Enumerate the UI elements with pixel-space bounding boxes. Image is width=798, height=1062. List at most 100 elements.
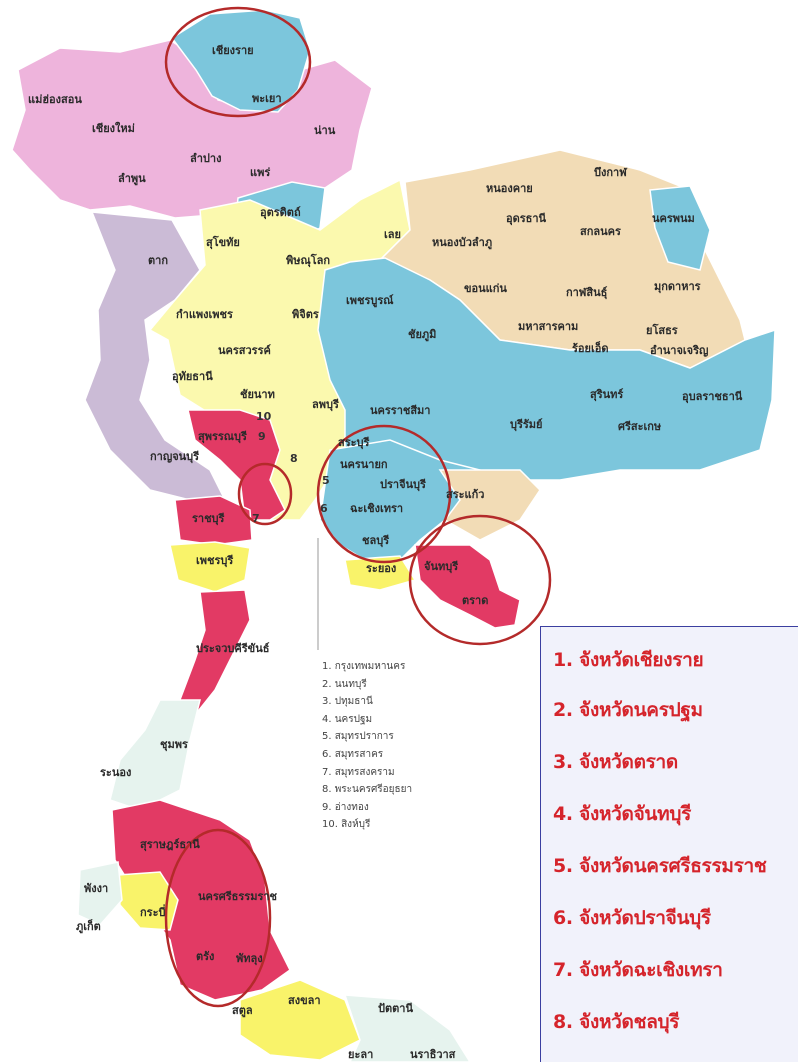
label-chiangmai: เชียงใหม่ [92, 121, 135, 135]
label-trat: ตราด [462, 594, 488, 607]
label-maehongson: แม่ฮ่องสอน [28, 93, 82, 106]
legend-item: 1. จังหวัดเชียงราย [553, 649, 704, 671]
label-phetchabun: เพชรบูรณ์ [346, 294, 394, 308]
region-sakaeo-tan [438, 469, 541, 541]
label-krabi: กระบี่ [140, 904, 165, 919]
label-roiet: ร้อยเอ็ด [572, 341, 608, 355]
map-number-10: 10 [256, 410, 272, 423]
label-chanthaburi: จันทบุรี [424, 560, 458, 574]
region-south-pale-upper [109, 699, 201, 811]
list-item: 6. สมุทรสาคร [322, 748, 384, 760]
label-sakonnakhon: สกลนคร [580, 225, 621, 238]
label-prachinburi: ปราจีนบุรี [380, 478, 426, 492]
label-nan: น่าน [314, 124, 336, 137]
label-ranong: ระนอง [100, 766, 131, 779]
label-ratchaburi: ราชบุรี [192, 512, 225, 526]
label-phayao: พะเยา [252, 92, 282, 105]
label-phitsanulok: พิษณุโลก [286, 253, 330, 268]
list-item: 7. สมุทรสงคราม [322, 766, 395, 778]
label-surin: สุรินทร์ [590, 388, 623, 402]
region-prachuap-red [177, 589, 251, 716]
map-number-5: 5 [322, 474, 330, 487]
legend-item: 5. จังหวัดนครศรีธรรมราช [553, 855, 767, 877]
label-loei: เลย [384, 228, 401, 241]
label-suratthani: สุราษฎร์ธานี [140, 838, 200, 852]
label-mukdahan: มุกดาหาร [654, 280, 701, 294]
circle-chanthaburi-trat [408, 514, 552, 646]
list-item: 3. ปทุมธานี [322, 696, 373, 708]
label-nakhonratchasima: นครราชสีมา [370, 404, 430, 417]
circle-chiangrai [164, 6, 312, 118]
label-saraburi: สระบุรี [338, 436, 370, 450]
map-number-9: 9 [258, 430, 266, 443]
label-yala: ยะลา [348, 1048, 373, 1061]
label-kanchanaburi: กาญจนบุรี [150, 450, 199, 464]
label-phuket: ภูเก็ต [76, 919, 101, 934]
label-buengkan: บึงกาฬ [594, 166, 628, 179]
label-yasothon: ยโสธร [646, 323, 678, 337]
legend-item: 4. จังหวัดจันทบุรี [553, 803, 692, 825]
map-number-7: 7 [252, 512, 260, 525]
label-prachuap: ประจวบคีรีขันธ์ [196, 642, 270, 655]
label-khonkaen: ขอนแก่น [464, 282, 507, 295]
label-sisaket: ศรีสะเกษ [618, 420, 662, 433]
label-chonburi: ชลบุรี [362, 534, 389, 548]
region-chanthaburi-red [414, 544, 521, 629]
label-nakhonphanom: นครพนม [652, 212, 695, 225]
label-kamphaengphet: กำแพงเพชร [176, 308, 233, 321]
label-buriram: บุรีรัมย์ [510, 418, 543, 432]
region-rayong-yellow [344, 555, 417, 591]
region-ratchaburi-red [174, 495, 253, 546]
bangkok-area-list: 1. กรุงเทพมหานคร 2. นนทบุรี 3. ปทุมธานี … [322, 658, 522, 834]
label-phetchaburi: เพชรบุรี [196, 554, 233, 568]
region-suphanburi-red [187, 409, 286, 521]
label-nakhonsithammarat: นครศรีธรรมราช [198, 890, 278, 903]
label-satun: สตูล [232, 1004, 253, 1018]
label-chumphon: ชุมพร [160, 738, 188, 752]
region-krabi-yellow [117, 871, 179, 931]
legend-item: 6. จังหวัดปราจีนบุรี [553, 907, 711, 929]
list-item: 9. อ่างทอง [322, 801, 369, 813]
label-tak: ตาก [148, 254, 168, 267]
label-sukhothai: สุโขทัย [206, 235, 240, 250]
legend-item: 7. จังหวัดฉะเชิงเทรา [553, 959, 723, 981]
list-item: 10. สิงห์บุรี [322, 819, 371, 831]
label-amnatcharoen: อำนาจเจริญ [650, 344, 708, 357]
map-number-6: 6 [320, 502, 328, 515]
label-nongbualamphu: หนองบัวลำภู [432, 236, 492, 250]
label-narathiwat: นราธิวาส [410, 1048, 456, 1061]
circle-nakhonsi [164, 828, 272, 1008]
list-item: 2. นนทบุรี [322, 678, 367, 690]
label-lopburi: ลพบุรี [312, 398, 339, 412]
region-phetchaburi-yellow [169, 541, 251, 593]
list-item: 5. สมุทรปราการ [322, 731, 394, 743]
label-mahasarakham: มหาสารคาม [518, 320, 578, 333]
label-nongkhai: หนองคาย [486, 182, 533, 195]
label-lamphun: ลำพูน [118, 172, 146, 186]
list-item: 8. พระนครศรีอยุธยา [322, 784, 413, 796]
label-lampang: ลำปาง [190, 152, 221, 165]
label-chainat: ชัยนาท [240, 388, 275, 401]
circle-nakhonpathom [237, 462, 293, 526]
label-chaiyaphum: ชัยภูมิ [408, 328, 436, 342]
label-sakaeo: สระแก้ว [446, 488, 484, 501]
label-nakhonsawan: นครสวรรค์ [218, 344, 271, 357]
label-trang: ตรัง [196, 950, 214, 963]
list-item: 4. นครปฐม [322, 713, 373, 725]
region-south-pale-lower [343, 994, 471, 1062]
label-phichit: พิจิตร [292, 308, 319, 321]
label-songkhla: สงขลา [288, 994, 321, 1007]
label-kalasin: กาฬสินธุ์ [566, 286, 608, 300]
label-uthaithani: อุทัยธานี [172, 370, 213, 384]
label-chachoengsao: ฉะเชิงเทรา [350, 502, 403, 515]
map-number-8: 8 [290, 452, 298, 465]
label-phatthalung: พัทลุง [236, 952, 263, 966]
region-songkhla-yellow [239, 979, 361, 1061]
label-uttaradit: อุตรดิตถ์ [260, 206, 301, 220]
label-pattani: ปัตตานี [378, 1002, 413, 1015]
legend-box: 1. จังหวัดเชียงราย 2. จังหวัดนครปฐม 3. จ… [540, 626, 798, 1062]
label-udonthani: อุดรธานี [506, 212, 547, 226]
label-suphanburi: สุพรรณบุรี [198, 430, 247, 444]
